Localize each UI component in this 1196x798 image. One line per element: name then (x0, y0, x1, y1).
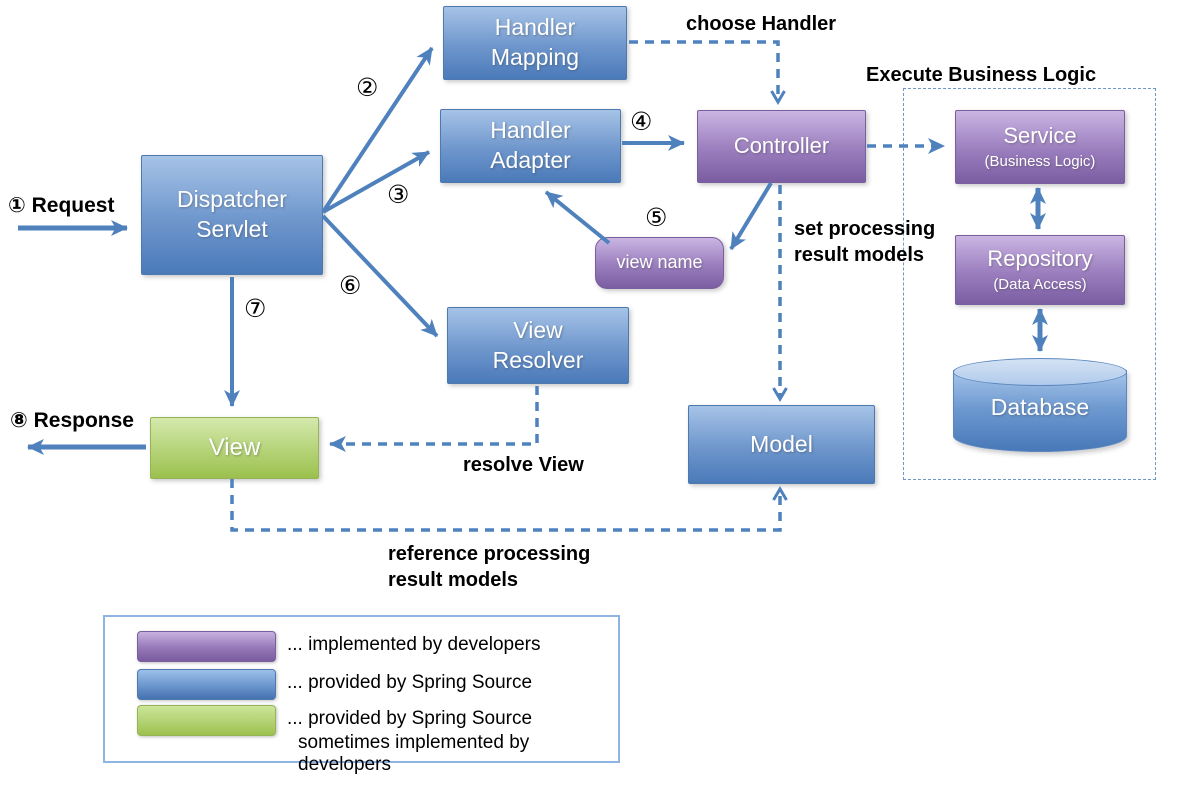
box-view-name: view name (595, 237, 724, 289)
set-processing-result-models-label: set processing result models (794, 218, 936, 266)
legend-sublabel-green: sometimes implemented by developers (298, 732, 530, 775)
legend-row-provided-sometimes-implemented: ... provided by Spring Source sometimes … (105, 705, 618, 775)
repository-title: Repository (987, 246, 1093, 272)
request-label: ① Request (8, 194, 115, 217)
viewname-to-handleradapter-arrow (544, 190, 611, 245)
legend-label-blue: ... provided by Spring Source (287, 672, 533, 693)
database-cylinder: Database (953, 358, 1127, 452)
service-title: Service (1003, 123, 1077, 149)
view-label: View (208, 434, 261, 462)
box-view: View (150, 417, 319, 479)
view-name-label: view name (616, 252, 703, 273)
legend-label-green: ... provided by Spring Source (287, 708, 533, 729)
step5-number: ⑤ (645, 203, 668, 232)
legend-swatch-green (137, 705, 276, 736)
box-dispatcher-servlet: Dispatcher Servlet (141, 155, 323, 275)
legend-swatch-purple (137, 631, 276, 662)
legend-row-implemented-by-developers: ... implemented by developers (105, 631, 618, 662)
database-cylinder-top (953, 358, 1127, 386)
box-handler-mapping: Handler Mapping (443, 6, 627, 80)
legend: ... implemented by developers ... provid… (103, 615, 620, 775)
box-controller: Controller (697, 110, 866, 183)
legend-label-purple: ... implemented by developers (287, 634, 541, 655)
response-label: ⑧ Response (10, 409, 134, 432)
box-model: Model (688, 405, 875, 484)
view-to-model-reference-dashed-arrow (230, 479, 788, 532)
service-subtitle: (Business Logic) (984, 153, 1096, 171)
step7-number: ⑦ (244, 294, 267, 323)
step4-number: ④ (630, 107, 653, 136)
step3-number: ③ (387, 180, 410, 209)
model-label: Model (750, 430, 813, 457)
box-handler-adapter: Handler Adapter (440, 109, 621, 183)
box-service: Service (Business Logic) (955, 110, 1125, 184)
database-label: Database (990, 394, 1090, 420)
step2-number: ② (356, 73, 379, 102)
view-resolver-label: View Resolver (492, 316, 584, 373)
execute-business-logic-label: Execute Business Logic (866, 64, 1097, 86)
step6-number: ⑥ (339, 271, 362, 300)
legend-swatch-blue (137, 669, 276, 700)
reference-processing-result-models-label: reference processing result models (388, 543, 591, 591)
viewresolver-to-view-dashed-arrow (329, 386, 539, 452)
controller-label: Controller (733, 133, 830, 159)
step3-dispatcher-to-handleradapter-arrow (322, 150, 430, 214)
choose-handler-dashed-arrow (629, 40, 786, 105)
handler-adapter-label: Handler Adapter (490, 117, 571, 173)
resolve-view-label: resolve View (463, 454, 584, 476)
dispatcher-servlet-label: Dispatcher Servlet (177, 186, 287, 242)
box-view-resolver: View Resolver (447, 307, 629, 384)
controller-to-viewname-arrow (729, 181, 773, 251)
choose-handler-label: choose Handler (686, 13, 837, 35)
box-repository: Repository (Data Access) (955, 235, 1125, 305)
repository-subtitle: (Data Access) (993, 276, 1087, 294)
handler-mapping-label: Handler Mapping (490, 14, 580, 70)
legend-row-provided-by-spring: ... provided by Spring Source (105, 669, 618, 700)
execute-business-logic-container (903, 88, 1156, 480)
